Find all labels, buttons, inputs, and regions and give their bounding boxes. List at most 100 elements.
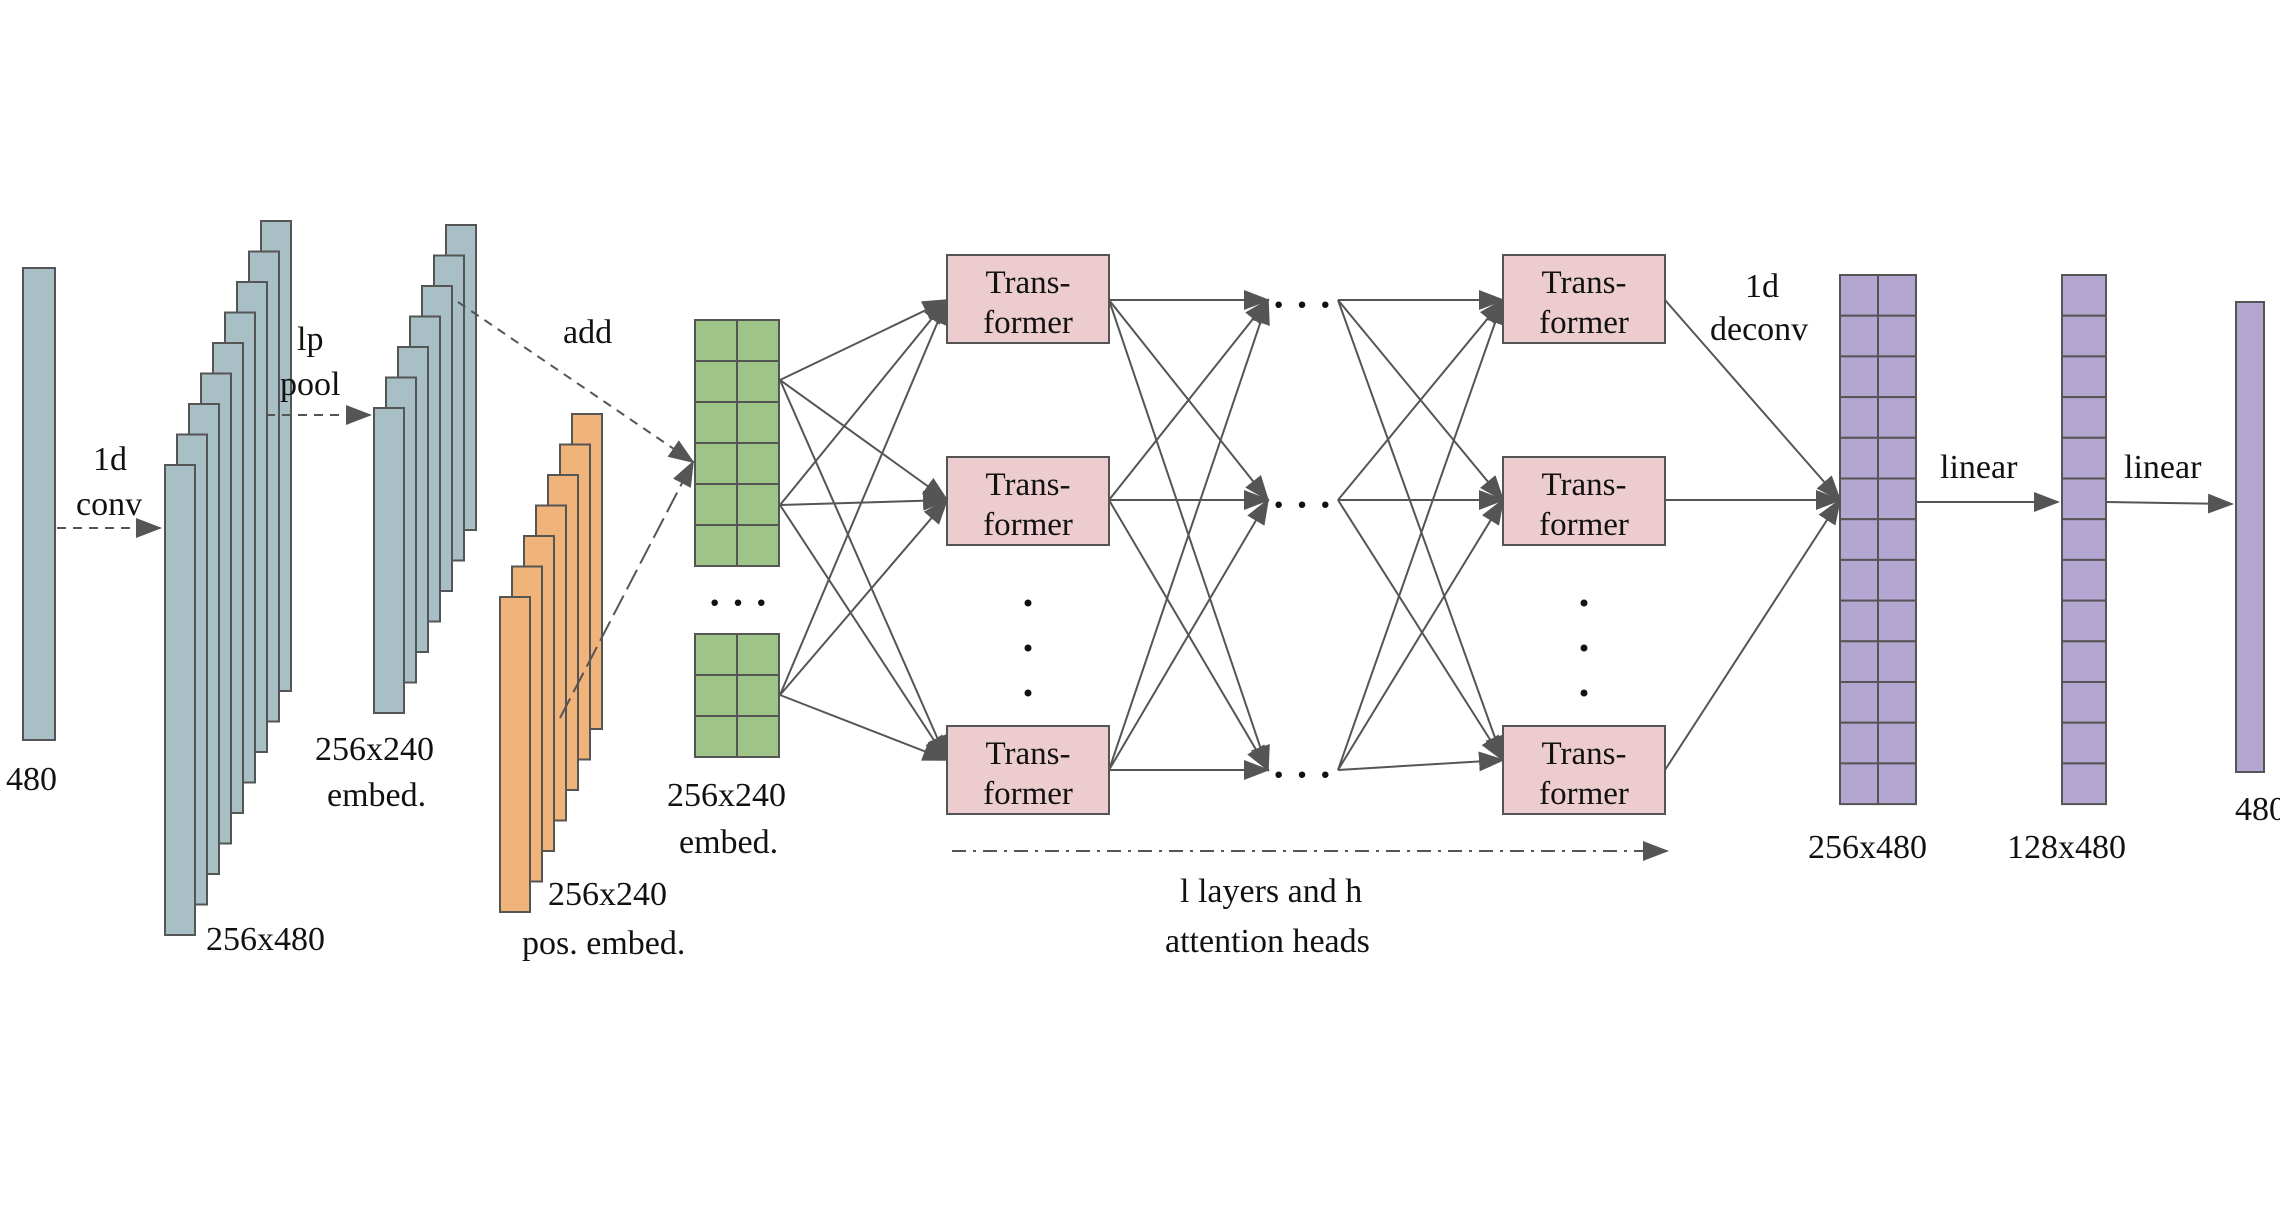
- layer-ellipsis-mid: · · ·: [1272, 482, 1332, 527]
- transformer-label-line-2: former: [983, 776, 1073, 812]
- grid-cell: [1877, 518, 1917, 561]
- transformer-box: [1502, 254, 1666, 344]
- deconv-output-grid: [1839, 274, 1917, 806]
- transformer-last-0: Trans-former: [1502, 254, 1666, 344]
- grid-cell: [1877, 640, 1917, 683]
- grid-cell: [736, 360, 780, 403]
- pooled-feature-map: [373, 407, 405, 714]
- layer-ellipsis-top: · · ·: [1272, 282, 1332, 327]
- conv-output-label: 256x480: [206, 921, 325, 958]
- linear-1-output-label: 128x480: [2007, 829, 2126, 866]
- grid-cell: [694, 442, 738, 485]
- dot: [1024, 689, 1032, 697]
- embed-to-transformer-edge: [779, 298, 948, 696]
- grid-cell: [1839, 396, 1879, 439]
- transformer-label-line-2: former: [1539, 507, 1629, 543]
- transformer-label-line-2: former: [983, 507, 1073, 543]
- add-arrow-from-pos: [559, 460, 694, 719]
- grid-cell: [1877, 681, 1917, 724]
- transformer-label-line-1: Trans-: [986, 467, 1071, 503]
- grid-cell: [2061, 396, 2107, 439]
- transformer-label-line-1: Trans-: [986, 736, 1071, 772]
- grid-cell: [694, 633, 738, 676]
- grid-cell: [1877, 396, 1917, 439]
- transformer-label-line-2: former: [983, 305, 1073, 341]
- transformer-vertical-dots-first: [1024, 599, 1032, 697]
- grid-cell: [1839, 314, 1879, 358]
- pool-label-1: lp: [297, 321, 323, 358]
- positional-embedding-stack: [499, 413, 603, 913]
- embed-label-2: embed.: [679, 824, 778, 861]
- linear-2-arrow: [2105, 493, 2234, 514]
- transformer-to-layer-edge: [1108, 298, 1270, 771]
- transformer-to-deconv-edge: [1664, 498, 1842, 771]
- output-stage: [1839, 274, 2265, 806]
- conv-feature-stack: [164, 220, 292, 936]
- grid-cell: [2061, 640, 2107, 683]
- transformer-box: [1502, 456, 1666, 546]
- grid-cell: [2061, 762, 2107, 806]
- layer-ellipsis-bot: · · ·: [1272, 752, 1332, 797]
- grid-cell: [1877, 274, 1917, 317]
- output-size-label: 480: [2235, 791, 2280, 828]
- transformer-vertical-dots-last: [1580, 599, 1588, 697]
- grid-cell: [2061, 477, 2107, 521]
- layer-to-transformer-edge: [1337, 298, 1505, 501]
- transformer-label-line-1: Trans-: [1542, 736, 1627, 772]
- flow-arrows: [57, 301, 2234, 861]
- grid-cell: [1877, 721, 1917, 765]
- embed-to-transformer-edge: [779, 694, 949, 761]
- dot: [1580, 689, 1588, 697]
- input-size-label: 480: [6, 761, 57, 798]
- grid-cell: [1877, 599, 1917, 643]
- transformer-box: [1502, 725, 1666, 815]
- linear-output-grid: [2061, 274, 2107, 806]
- layers-note-1: l layers and h: [1180, 873, 1362, 910]
- grid-cell: [1839, 599, 1879, 643]
- embedding-grid-top: [694, 319, 780, 567]
- grid-cell: [694, 483, 738, 526]
- pooled-embedding-stack: [373, 224, 477, 714]
- transformer-last-2: Trans-former: [1502, 725, 1666, 815]
- dot: [1580, 599, 1588, 607]
- grid-cell: [1839, 518, 1879, 561]
- input-signal-bar: [22, 267, 56, 741]
- deconv-label-2: deconv: [1710, 311, 1808, 348]
- grid-cell: [694, 319, 738, 362]
- grid-cell: [694, 524, 738, 567]
- embed-to-transformer-edge: [779, 504, 949, 762]
- grid-cell: [694, 674, 738, 717]
- add-label: add: [563, 314, 612, 351]
- grid-cell: [736, 442, 780, 485]
- grid-cell: [1839, 721, 1879, 765]
- grid-cell: [1839, 558, 1879, 602]
- embed-to-transformer-edge: [779, 490, 949, 511]
- embed-to-transformer-edge: [779, 299, 949, 381]
- layers-note-2: attention heads: [1165, 923, 1370, 960]
- grid-cell: [2061, 518, 2107, 561]
- pool-output-label-1: 256x240: [315, 731, 434, 768]
- grid-cell: [736, 633, 780, 676]
- transformer-box: [946, 725, 1110, 815]
- grid-cell: [736, 319, 780, 362]
- grid-cell: [1839, 274, 1879, 317]
- grid-cell: [736, 715, 780, 758]
- embed-to-transformer-edge: [779, 298, 949, 506]
- grid-cell: [1877, 355, 1917, 399]
- grid-cell: [1877, 477, 1917, 521]
- grid-cell: [694, 715, 738, 758]
- linear-1-label: linear: [1940, 449, 2018, 486]
- linear-2-label: linear: [2124, 449, 2202, 486]
- grid-cell: [2061, 436, 2107, 480]
- transformer-first-1: Trans-former: [946, 456, 1110, 546]
- input-signal-group: [22, 267, 56, 741]
- embed-to-transformer-edge: [779, 498, 949, 696]
- deconv-output-label: 256x480: [1808, 829, 1927, 866]
- grid-cell: [1839, 355, 1879, 399]
- final-output-bar: [2235, 301, 2265, 773]
- grid-cell: [1839, 436, 1879, 480]
- pool-output-label-2: embed.: [327, 777, 426, 814]
- grid-cell: [1877, 436, 1917, 480]
- layer-to-transformer-edge: [1337, 299, 1505, 762]
- transformer-last-1: Trans-former: [1502, 456, 1666, 546]
